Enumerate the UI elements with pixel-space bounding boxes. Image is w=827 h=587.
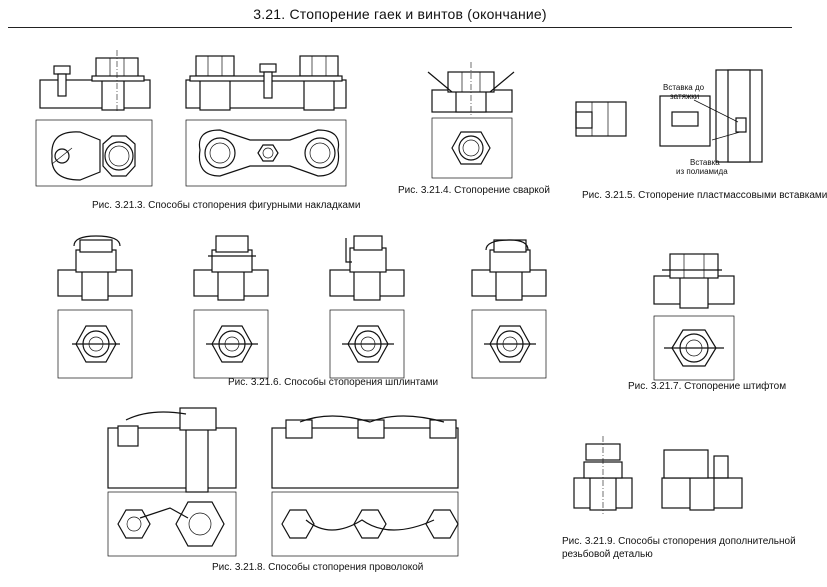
- figure-3-21-4: [427, 62, 515, 179]
- label-insert-tightening-1: Вставка до: [663, 83, 705, 92]
- bolt-circle: [104, 141, 134, 171]
- figure-3-21-6: [57, 235, 547, 379]
- label-insert-tightening-2: затяжки: [670, 92, 699, 101]
- caption-fig-3-21-7: Рис. 3.21.7. Стопорение штифтом: [628, 381, 787, 392]
- lock-plate-shape: [51, 131, 101, 181]
- drawings-canvas: Вставка до затяжки Вставка из полиамида: [35, 50, 763, 557]
- screw-head: [53, 65, 71, 75]
- figure-3-21-5: Вставка до затяжки Вставка из полиамида: [575, 69, 763, 176]
- title-rule: [8, 27, 792, 28]
- figure-3-21-7: [653, 253, 735, 381]
- base-plate: [39, 79, 151, 109]
- figure-3-21-9: [573, 436, 743, 514]
- caption-fig-3-21-5: Рис. 3.21.5. Стопорение пластмассовыми в…: [582, 190, 827, 201]
- label-insert-polyamide-1: Вставка: [690, 158, 720, 167]
- figure-3-21-8: [107, 407, 459, 557]
- caption-fig-3-21-4: Рис. 3.21.4. Стопорение сваркой: [398, 185, 550, 196]
- page-title: 3.21. Стопорение гаек и винтов (окончани…: [253, 6, 547, 22]
- caption-fig-3-21-9-line1: Рис. 3.21.9. Способы стопорения дополнит…: [562, 536, 796, 547]
- label-insert-polyamide-2: из полиамида: [676, 167, 728, 176]
- plan-view-frame: [35, 119, 153, 187]
- caption-fig-3-21-8: Рис. 3.21.8. Способы стопорения проволок…: [212, 562, 424, 573]
- figure-3-21-3: [35, 50, 347, 187]
- caption-fig-3-21-3: Рис. 3.21.3. Способы стопорения фигурным…: [92, 200, 361, 211]
- caption-fig-3-21-9-line2: резьбовой деталью: [562, 549, 653, 560]
- caption-fig-3-21-6: Рис. 3.21.6. Способы стопорения шплинтам…: [228, 377, 439, 388]
